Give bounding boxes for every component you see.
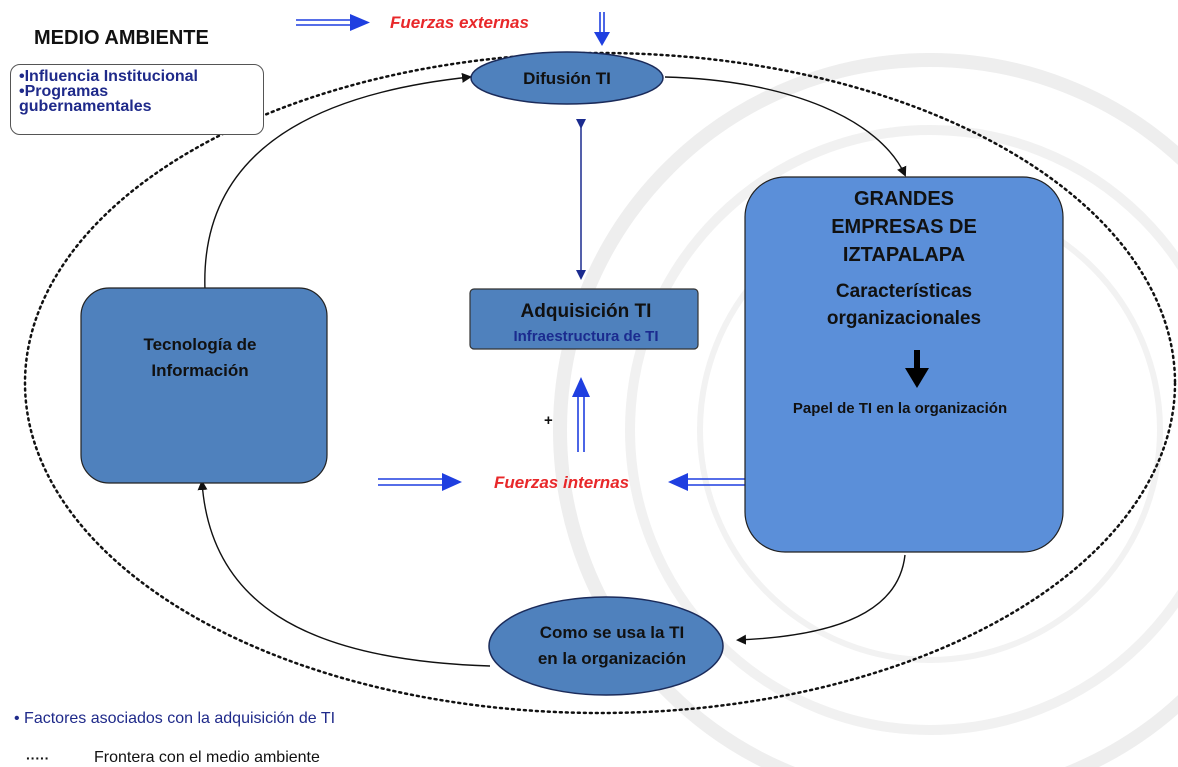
node-tecnologia xyxy=(80,287,328,484)
internal-forces-right-arrow xyxy=(668,473,745,491)
arrow-difusion-to-empresas xyxy=(664,76,907,177)
legend-frontera-symbol: ····· xyxy=(26,750,49,766)
node-difusion xyxy=(470,51,664,105)
internal-forces-label: Fuerzas internas xyxy=(494,473,629,492)
node-grandes-line3: IZTAPALAPA xyxy=(843,244,965,266)
external-forces-label: Fuerzas externas xyxy=(390,13,529,32)
node-papel-label: Papel de TI en la organización xyxy=(793,400,1007,417)
node-caracteristicas-line2: organizacionales xyxy=(827,308,981,329)
legend-frontera: Frontera con el medio ambiente xyxy=(94,749,320,766)
internal-forces-up-arrow xyxy=(572,377,590,452)
node-grandes-empresas xyxy=(744,176,1064,553)
node-grandes-line1: GRANDES xyxy=(854,188,954,210)
internal-forces-left-arrow xyxy=(378,473,462,491)
node-caracteristicas-line1: Características xyxy=(836,281,972,302)
arrow-uso-to-tecnologia xyxy=(197,480,491,667)
influence-item-2: •Programas gubernamentales xyxy=(19,83,152,115)
node-tecnologia-line1: Tecnología de xyxy=(143,335,256,354)
node-adquisicion xyxy=(469,288,699,350)
node-adquisicion-subtitle: Infraestructura de TI xyxy=(513,328,658,345)
node-uso-line2: en la organización xyxy=(538,649,686,668)
plus-sign: + xyxy=(544,412,553,429)
node-difusion-label: Difusión TI xyxy=(523,69,611,88)
arrow-empresas-to-uso xyxy=(736,554,906,645)
down-arrow-icon xyxy=(905,350,929,388)
influence-box: •Influencia Institucional •Programas gub… xyxy=(10,64,264,135)
node-uso-line1: Como se usa la TI xyxy=(540,623,685,642)
page-title: MEDIO AMBIENTE xyxy=(34,27,209,49)
node-grandes-line2: EMPRESAS DE xyxy=(831,216,977,238)
external-forces-down-arrow xyxy=(594,12,610,46)
external-forces-arrow xyxy=(296,14,370,31)
influence-item-1: •Influencia Institucional xyxy=(19,68,198,85)
legend-factores: • Factores asociados con la adquisición … xyxy=(14,710,335,727)
node-tecnologia-line2: Información xyxy=(151,361,248,380)
node-uso xyxy=(488,596,724,696)
arrow-tecnologia-to-difusion xyxy=(204,72,472,291)
node-adquisicion-title: Adquisición TI xyxy=(521,301,652,322)
